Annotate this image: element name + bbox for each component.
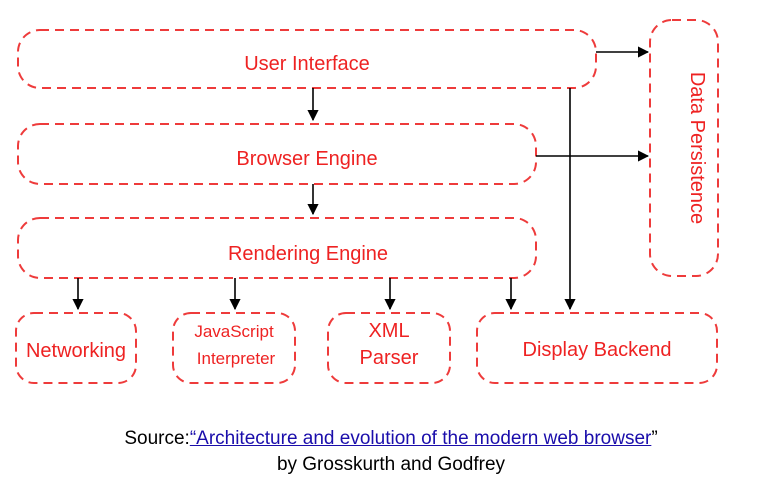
user-interface-label: User Interface [244, 53, 370, 75]
rendering-engine-label: Rendering Engine [228, 243, 388, 265]
xml-parser-label-line1: XML [368, 320, 409, 342]
display-backend-label: Display Backend [523, 339, 672, 361]
caption-source-line: Source:“Architecture and evolution of th… [0, 428, 782, 450]
caption-authors: by Grosskurth and Godfrey [276, 454, 506, 475]
data-persistence-box [649, 19, 719, 277]
xml-parser-box [327, 312, 451, 384]
browser-architecture-diagram: User Interface Browser Engine Rendering … [15, 19, 719, 384]
browser-engine-label: Browser Engine [236, 148, 377, 170]
networking-label: Networking [26, 340, 126, 362]
browser-engine-box [17, 123, 537, 185]
rendering-engine-box [17, 217, 537, 279]
data-persistence-label: Data Persistence [686, 72, 708, 224]
javascript-interpreter-box [172, 312, 296, 384]
javascript-interpreter-label-line2: Interpreter [197, 349, 276, 368]
caption-close-quote: ” [651, 428, 658, 449]
display-backend-box [476, 312, 718, 384]
xml-parser-label-line2: Parser [360, 347, 419, 369]
networking-box [15, 312, 137, 384]
caption-source-prefix: Source: [124, 428, 190, 449]
source-paper-link[interactable]: “Architecture and evolution of the moder… [189, 428, 652, 449]
user-interface-box [17, 29, 597, 89]
javascript-interpreter-label-line1: JavaScript [194, 322, 274, 341]
